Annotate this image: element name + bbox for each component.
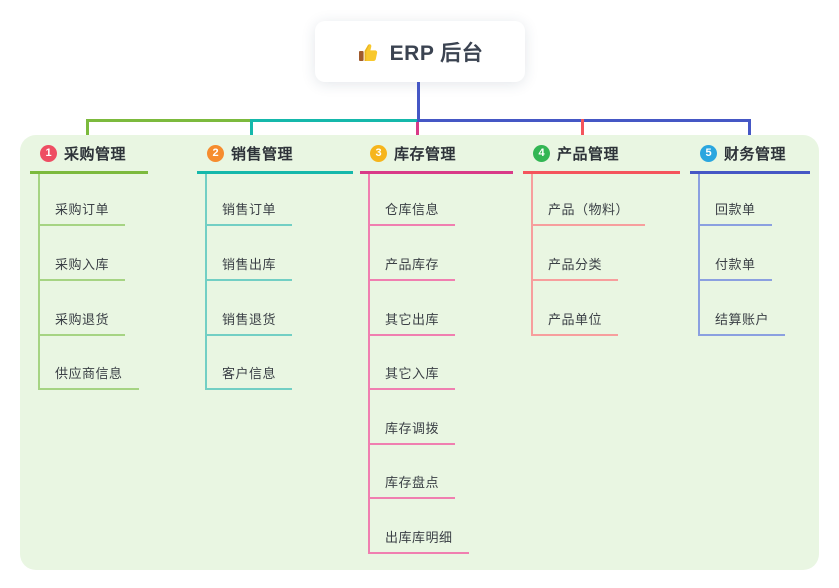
branch-finance-children: 回款单 付款单 结算账户 [698,174,786,336]
branch-purchase: 1 采购管理 采购订单 采购入库 采购退货 供应商信息 [30,143,148,391]
branch-inventory-label: 库存管理 [394,146,457,163]
branch-finance-label: 财务管理 [724,146,787,163]
branch-product-heading[interactable]: 4 产品管理 [523,143,680,174]
branch-purchase-label: 采购管理 [64,146,127,163]
badge-2: 2 [207,145,224,162]
node-other-outbound[interactable]: 其它出库 [370,281,469,336]
node-settlement-account[interactable]: 结算账户 [700,281,786,336]
node-customer-info[interactable]: 客户信息 [207,336,293,391]
node-stock-transfer[interactable]: 库存调拨 [370,390,469,445]
badge-3: 3 [370,145,387,162]
connector-root-vertical [417,82,420,121]
root-node[interactable]: ERP 后台 [315,21,525,82]
node-purchase-inbound[interactable]: 采购入库 [40,226,139,281]
branch-inventory: 3 库存管理 仓库信息 产品库存 其它出库 其它入库 库存调拨 库存盘点 出库库… [360,143,513,554]
node-supplier-info[interactable]: 供应商信息 [40,336,139,391]
connector-drop-finance [748,119,751,143]
root-node-label: ERP 后台 [389,41,484,65]
node-warehouse-info[interactable]: 仓库信息 [370,174,469,227]
branch-inventory-children: 仓库信息 产品库存 其它出库 其它入库 库存调拨 库存盘点 出库库明细 [368,174,469,554]
node-purchase-order[interactable]: 采购订单 [40,174,139,227]
connector-drop-product [581,119,584,143]
node-product-material[interactable]: 产品（物料） [533,174,646,227]
connector-horizontal-sales [250,119,419,122]
thumbs-up-icon [358,43,377,61]
branch-product: 4 产品管理 产品（物料） 产品分类 产品单位 [523,143,680,336]
node-other-inbound[interactable]: 其它入库 [370,336,469,391]
branch-sales-heading[interactable]: 2 销售管理 [197,143,353,174]
node-purchase-return[interactable]: 采购退货 [40,281,139,336]
badge-1: 1 [40,145,57,162]
branch-sales-children: 销售订单 销售出库 销售退货 客户信息 [205,174,293,391]
node-stock-count[interactable]: 库存盘点 [370,445,469,500]
connector-horizontal-purchase [86,119,252,122]
node-receipt-voucher[interactable]: 回款单 [700,174,785,227]
node-payment-voucher[interactable]: 付款单 [700,226,785,281]
branch-finance-heading[interactable]: 5 财务管理 [690,143,810,174]
node-sales-return[interactable]: 销售退货 [207,281,293,336]
branch-sales: 2 销售管理 销售订单 销售出库 销售退货 客户信息 [197,143,353,391]
node-sales-order[interactable]: 销售订单 [207,174,293,227]
badge-4: 4 [533,145,550,162]
connector-horizontal-finance [417,119,751,122]
branch-product-children: 产品（物料） 产品分类 产品单位 [531,174,646,336]
connector-drop-inventory [416,122,419,143]
badge-5: 5 [700,145,717,162]
connector-drop-purchase [86,119,89,143]
node-sales-outbound[interactable]: 销售出库 [207,226,293,281]
branch-finance: 5 财务管理 回款单 付款单 结算账户 [690,143,810,336]
branch-purchase-children: 采购订单 采购入库 采购退货 供应商信息 [38,174,139,391]
branch-product-label: 产品管理 [557,146,620,163]
node-product-unit[interactable]: 产品单位 [533,281,645,336]
node-product-category[interactable]: 产品分类 [533,226,645,281]
branch-purchase-heading[interactable]: 1 采购管理 [30,143,148,174]
branch-sales-label: 销售管理 [231,146,294,163]
node-outbound-detail[interactable]: 出库库明细 [370,499,469,554]
connector-drop-sales [250,119,253,143]
node-product-stock[interactable]: 产品库存 [370,226,469,281]
branch-inventory-heading[interactable]: 3 库存管理 [360,143,513,174]
branches-panel: 1 采购管理 采购订单 采购入库 采购退货 供应商信息 2 销售管理 销售订单 … [20,135,819,570]
